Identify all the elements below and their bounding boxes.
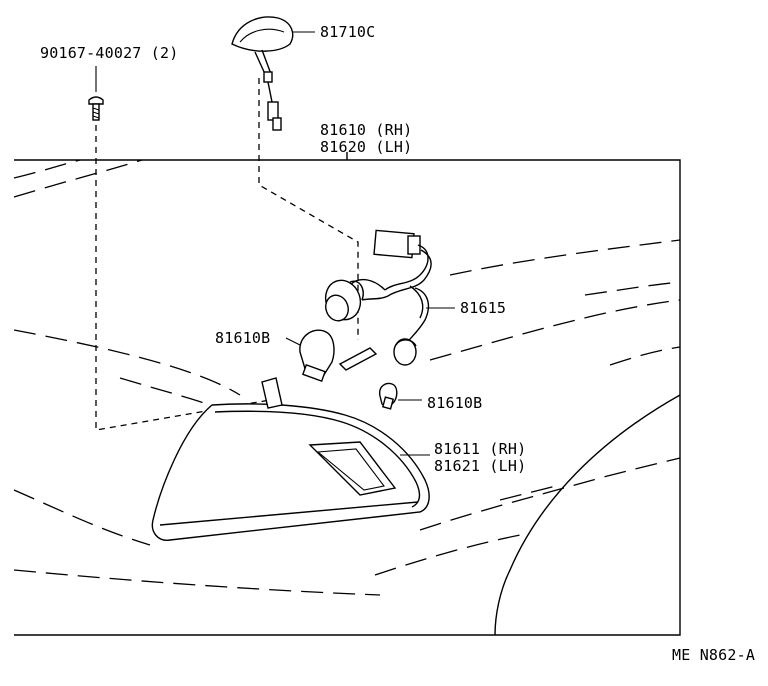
marker-lamp-part-number: 81710C [320,23,376,41]
bulb-small-part-number: 81610B [427,394,483,412]
reflector-clip-icon [338,347,378,371]
assembly-frame [14,152,681,636]
figure-code: ME N862-A [672,646,756,664]
lamp-assy-rh-part-number: 81610 (RH) [320,121,413,139]
socket-wire-icon [324,229,432,366]
bolt-part-number: 90167-40027 (2) [40,44,179,62]
lens-lh-part-number: 81621 (LH) [434,457,527,475]
bulb-icon-large [299,329,335,383]
lamp-lens-icon [151,377,430,541]
bulb-large-part-number: 81610B [215,329,271,347]
bulb-icon-small [378,382,398,410]
bolt-icon [88,96,104,121]
side-marker-lamp-icon [231,16,294,131]
socket-wire-part-number: 81615 [460,299,507,317]
lamp-assy-lh-part-number: 81620 (LH) [320,138,413,156]
car-body-outline [13,159,681,636]
leader-lines [95,31,455,456]
lens-rh-part-number: 81611 (RH) [434,440,527,458]
